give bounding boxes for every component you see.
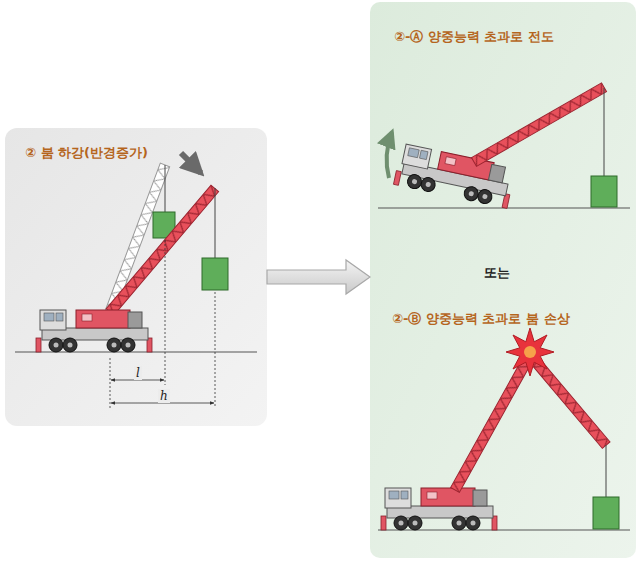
overturning-crane: [378, 83, 630, 209]
result-panel: ②-Ⓐ 양중능력 초과로 전도또는 ②-Ⓑ 양중능력 초과로 붐 손상: [370, 2, 636, 558]
left-crane: [15, 153, 257, 408]
block-arrow: [267, 260, 370, 294]
left-panel-ground: [5, 128, 267, 426]
panel-heading: ②-Ⓑ 양중능력 초과로 붐 손상: [392, 310, 570, 327]
boom-damage-crane: [378, 328, 630, 530]
explosion-burst: [506, 328, 554, 376]
label-anchor: h: [158, 385, 170, 404]
right-panel-ground: [370, 2, 636, 558]
connector-word: 또는: [484, 264, 510, 281]
dimension-label: l: [134, 366, 142, 380]
panel-heading: ② 붐 하강(반경증가): [25, 144, 148, 161]
panel-heading: ②-Ⓐ 양중능력 초과로 전도: [394, 28, 554, 45]
dimension-label: h: [158, 389, 170, 403]
label-anchor: l: [134, 362, 142, 381]
scenario-panel: ② 붐 하강(반경증가): [5, 128, 267, 426]
